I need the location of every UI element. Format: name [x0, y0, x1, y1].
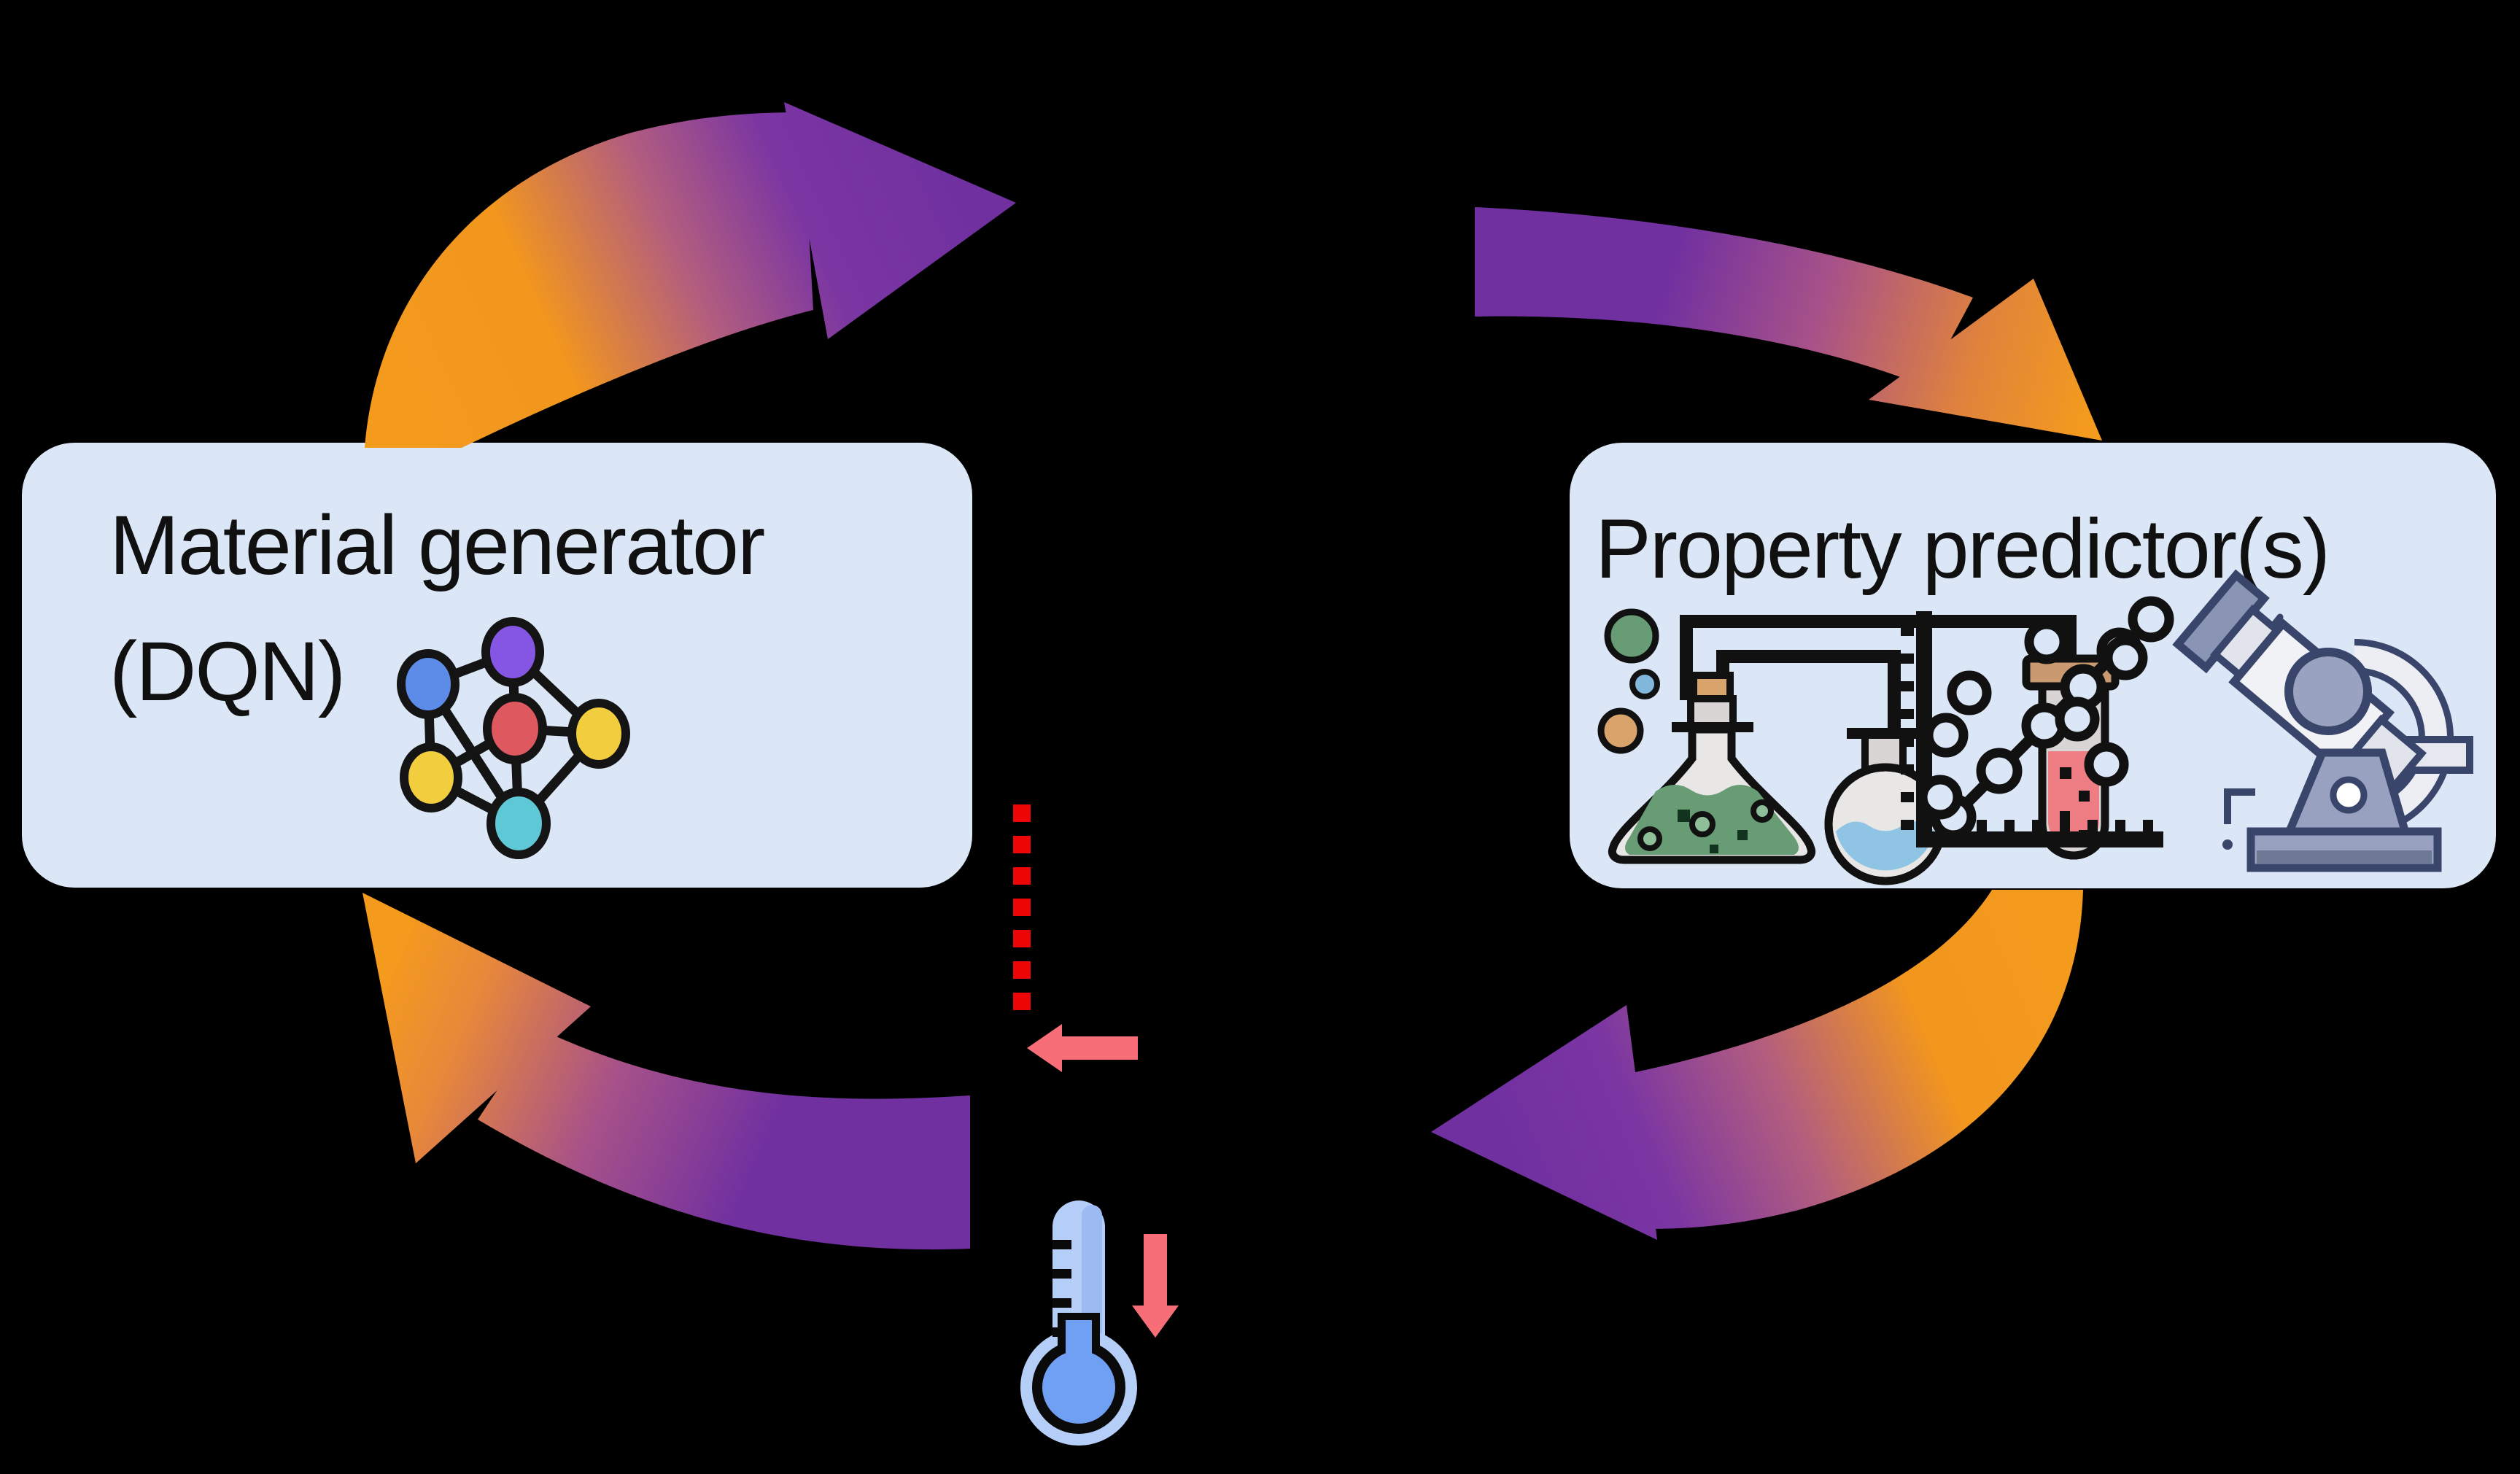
thermometer-icon: [1020, 1200, 1137, 1446]
arrowhead-up-left-icon: [363, 893, 591, 1163]
property-predictor-title: Property predictor(s): [1595, 503, 2330, 596]
arrowhead-right-icon: [784, 102, 1016, 339]
material-generator-title: Material generator (DQN): [109, 483, 765, 734]
arrowhead-left-icon: [1431, 1005, 1657, 1240]
material-generator-title-line1: Material generator: [109, 499, 765, 592]
cycle-arrow-bottom-left: [363, 893, 970, 1250]
property-predictor-box: Property predictor(s): [1570, 443, 2496, 888]
reward-arrow-left-icon: [1027, 1024, 1138, 1072]
cycle-arrow-top-left: [365, 102, 1016, 448]
material-generator-title-line2: (DQN): [109, 624, 346, 718]
cycle-arrow-top-right: [1475, 207, 2102, 441]
cycle-arrow-bottom-right: [1431, 890, 2083, 1240]
material-generator-box: Material generator (DQN): [22, 443, 972, 888]
temperature-down-arrow-icon: [1132, 1234, 1179, 1338]
arrowhead-down-icon: [1869, 279, 2102, 441]
